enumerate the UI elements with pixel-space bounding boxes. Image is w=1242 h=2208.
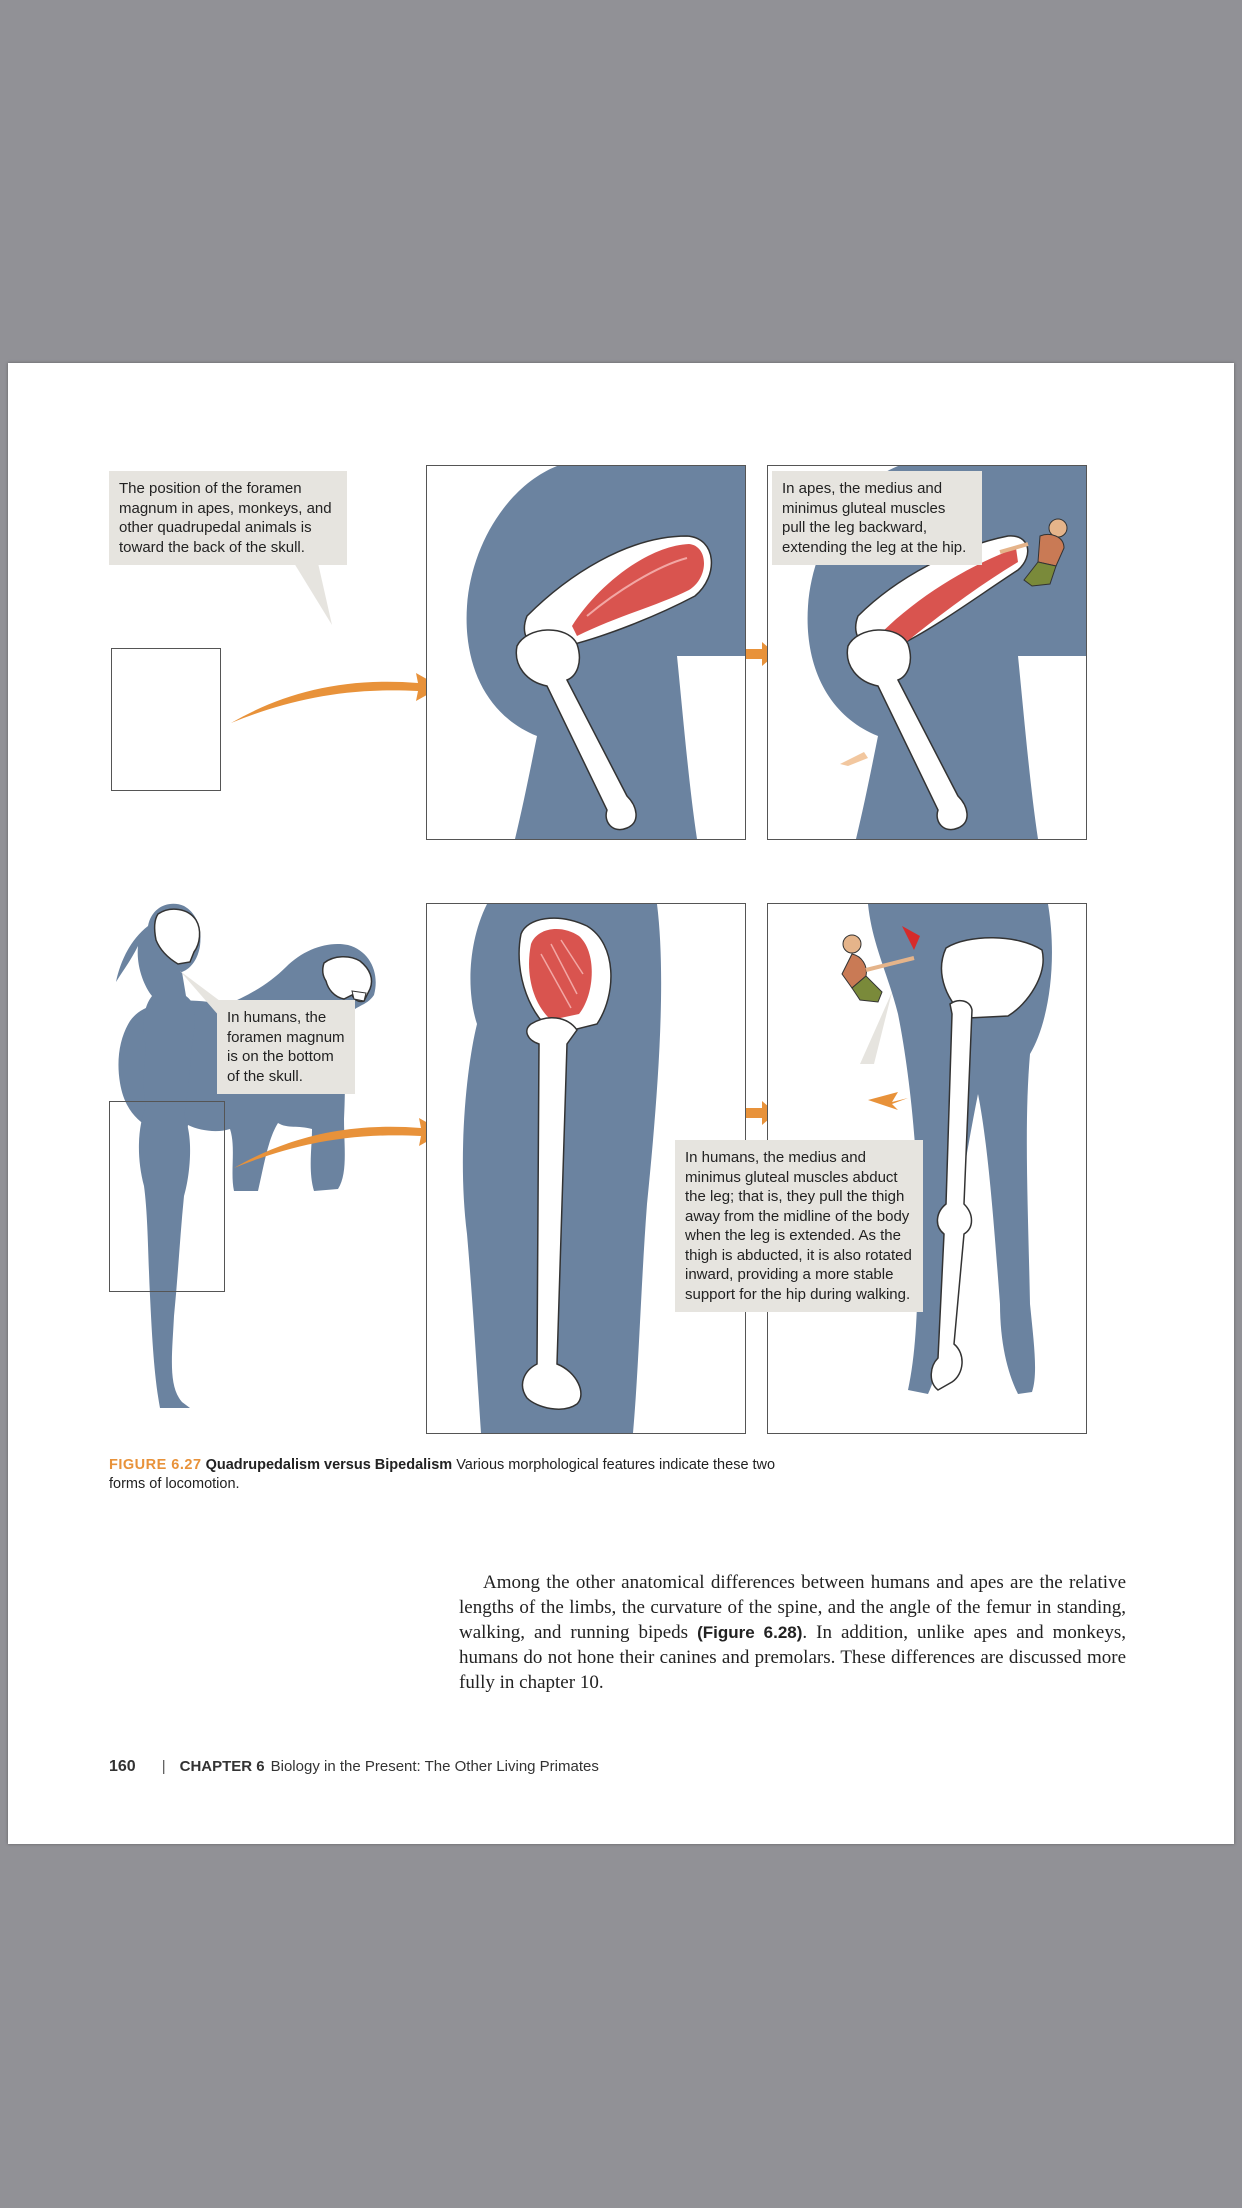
body-text-start: Among the other anatomical differences b…	[459, 1572, 1126, 1643]
chapter-label: CHAPTER 6	[179, 1758, 265, 1775]
ape-gluteal-callout: In apes, the medius and minimus gluteal …	[772, 471, 982, 565]
page-number: 160	[109, 1758, 136, 1775]
human-hip-frame	[109, 1101, 225, 1292]
ape-hip-illustration	[466, 466, 745, 839]
figure-caption-text: Various morphological features indicate …	[109, 1457, 776, 1492]
chapter-title: Biology in the Present: The Other Living…	[270, 1758, 599, 1775]
gorilla-hip-frame	[111, 648, 221, 791]
zoom-arrow-ape	[231, 673, 441, 723]
human-gluteal-action-panel	[767, 903, 1087, 1434]
man-pulling-figure	[999, 518, 1068, 587]
figure-reference: (Figure 6.28)	[697, 1623, 803, 1642]
ape-foramen-pointer	[294, 563, 332, 625]
human-silhouette-illustration	[116, 903, 201, 1408]
human-gluteal-illustration	[841, 904, 1052, 1394]
page-footer: 160 | CHAPTER 6 Biology in the Present: The…	[109, 1758, 599, 1776]
ape-hip-muscle-panel	[426, 465, 746, 840]
human-foramen-pointer	[180, 971, 220, 1017]
zoom-arrow-human	[234, 1118, 444, 1168]
book-page: The position of the foramen magnum in ap…	[8, 363, 1234, 1844]
human-hip-muscle-panel	[426, 903, 746, 1434]
human-hip-illustration	[462, 904, 662, 1433]
footer-separator: |	[161, 1758, 166, 1775]
human-gluteal-callout: In humans, the medius and minimus glutea…	[675, 1140, 923, 1312]
human-foramen-callout: In humans, the foramen magnum is on the …	[217, 1000, 355, 1094]
figure-title: Quadrupedalism versus Bipedalism	[205, 1457, 453, 1473]
ape-foramen-callout: The position of the foramen magnum in ap…	[109, 471, 347, 565]
figure-number: FIGURE 6.27	[109, 1457, 202, 1473]
body-paragraph: Among the other anatomical differences b…	[459, 1570, 1126, 1695]
figure-caption: FIGURE 6.27 Quadrupedalism versus Bipeda…	[109, 1456, 809, 1494]
man-pulling-figure	[841, 934, 915, 1003]
body-text-end: . In addition, unlike apes and monkeys, …	[459, 1622, 1126, 1693]
